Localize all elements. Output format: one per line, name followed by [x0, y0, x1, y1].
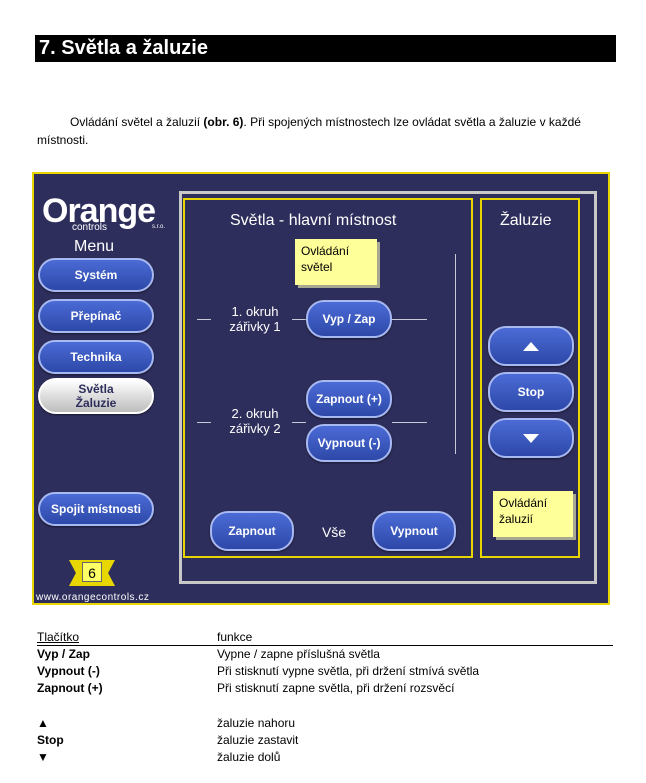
intro-text-1: Ovládání světel a žaluzií [70, 115, 204, 129]
table-row: ▼ žaluzie dolů [37, 749, 613, 766]
logo-suffix: s.r.o. [152, 224, 166, 230]
menu-title: Menu [74, 238, 115, 255]
section-heading: 7. Světla a žaluzie [35, 35, 616, 62]
all-label: Vše [321, 524, 347, 540]
connector-line [292, 319, 306, 320]
button-function-table: Tlačítko funkce Vyp / Zap Vypne / zapne … [37, 630, 613, 766]
lights-title: Světla - hlavní místnost [230, 212, 397, 229]
row-value: žaluzie zastavit [217, 733, 299, 747]
col-button-header: Tlačítko [37, 630, 80, 644]
figure-badge: 6 [69, 560, 115, 586]
logo-sub: controls [72, 222, 108, 233]
lights-divider [455, 254, 456, 454]
menu-technika-button[interactable]: Technika [38, 340, 154, 374]
connector-line [197, 422, 211, 423]
row-value: žaluzie nahoru [217, 716, 296, 730]
blinds-down-button[interactable] [488, 418, 574, 458]
intro-text-2: . Při spojených místnostech lze ovládat … [37, 115, 581, 147]
row-value: žaluzie dolů [217, 750, 281, 764]
col-function-header: funkce [217, 630, 253, 644]
table-header: Tlačítko funkce [37, 630, 613, 646]
connector-line [392, 422, 427, 423]
lights-box [183, 198, 473, 558]
row-key: Vypnout (-) [37, 664, 100, 678]
logo-brand: Orange [42, 192, 156, 230]
circuit2-on-button[interactable]: Zapnout (+) [306, 380, 392, 418]
blinds-up-button[interactable] [488, 326, 574, 366]
row-value: Při stisknutí zapne světla, při držení r… [217, 681, 455, 695]
blinds-stop-button[interactable]: Stop [488, 372, 574, 412]
circuit1-toggle-button[interactable]: Vyp / Zap [306, 300, 392, 338]
table-row: ▲ žaluzie nahoru [37, 715, 613, 732]
control-panel-screenshot: Orange controls s.r.o. Menu Systém Přepí… [32, 172, 610, 605]
row-value: Při stisknutí vypne světla, při držení s… [217, 664, 480, 678]
row-key: Stop [37, 733, 64, 747]
join-rooms-button[interactable]: Spojit místnosti [38, 492, 154, 526]
arrow-up-icon [523, 341, 539, 351]
website-url: www.orangecontrols.cz [36, 592, 150, 603]
connector-line [197, 319, 211, 320]
table-row: Stop žaluzie zastavit [37, 732, 613, 749]
arrow-down-icon [523, 433, 539, 443]
table-row: Zapnout (+) Při stisknutí zapne světla, … [37, 680, 613, 697]
table-row: Vypnout (-) Při stisknutí vypne světla, … [37, 663, 613, 680]
blinds-title: Žaluzie [500, 212, 552, 229]
orange-logo: Orange controls s.r.o. [42, 184, 172, 234]
menu-system-button[interactable]: Systém [38, 258, 154, 292]
connector-line [392, 319, 427, 320]
intro-paragraph: Ovládání světel a žaluzií (obr. 6). Při … [37, 113, 617, 149]
row-key: Zapnout (+) [37, 681, 103, 695]
content-frame [179, 191, 597, 584]
figure-number: 6 [82, 562, 102, 582]
row-value: Vypne / zapne příslušná světla [217, 647, 380, 661]
row-key: ▲ [37, 716, 49, 730]
all-on-button[interactable]: Zapnout [210, 511, 294, 551]
table-row: Vyp / Zap Vypne / zapne příslušná světla [37, 646, 613, 663]
menu-switch-button[interactable]: Přepínač [38, 299, 154, 333]
circuit2-off-button[interactable]: Vypnout (-) [306, 424, 392, 462]
connector-line [292, 422, 306, 423]
row-key: ▼ [37, 750, 49, 764]
blinds-box [480, 198, 580, 558]
row-key: Vyp / Zap [37, 647, 90, 661]
intro-figure-ref: (obr. 6) [203, 115, 244, 129]
all-off-button[interactable]: Vypnout [372, 511, 456, 551]
